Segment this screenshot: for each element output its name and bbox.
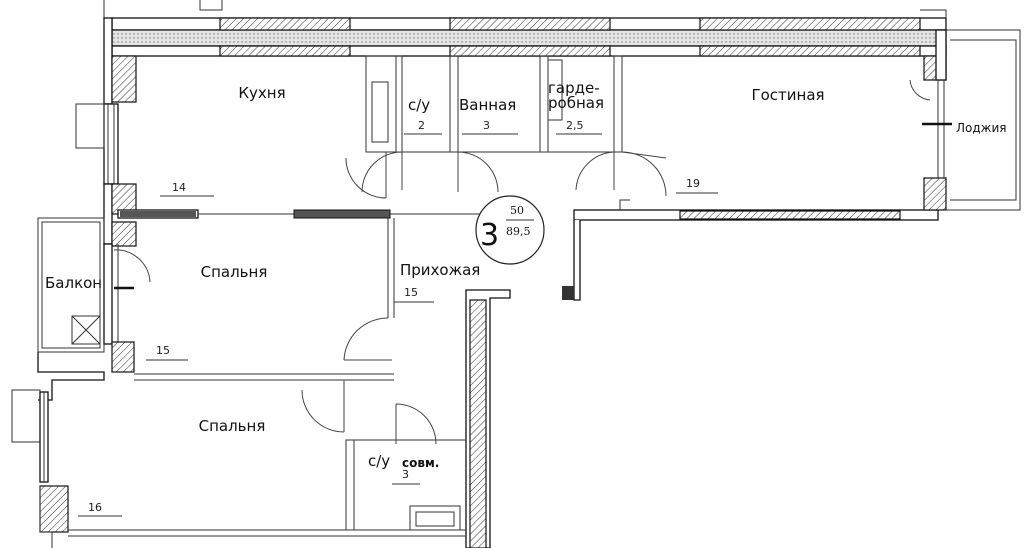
room-label: с/у <box>408 96 430 114</box>
room-area: 15 <box>404 286 418 299</box>
room-area: 2,5 <box>566 119 584 132</box>
rooms-count: 3 <box>480 218 499 253</box>
doors-bath-block <box>345 151 667 199</box>
room-loggia: Лоджия <box>956 121 1007 135</box>
balcony-structure <box>37 217 151 401</box>
room-label: с/у <box>368 452 390 470</box>
room-bathroom: Ванная 3 <box>459 96 518 135</box>
room-label: Кухня <box>238 84 285 102</box>
right-wall-loggia <box>909 29 1021 211</box>
wall-kitchen-bedroom <box>117 209 500 219</box>
room-living: Гостиная 19 <box>676 86 825 194</box>
room-area: 3 <box>483 119 490 132</box>
total-area: 89,5 <box>506 225 531 238</box>
wall-bedroom1-hall <box>134 218 395 381</box>
apartment-badge: 3 50 89,5 <box>475 195 545 265</box>
room-area: 15 <box>156 344 170 357</box>
room-wc-combined: с/у совм. 3 <box>368 452 439 485</box>
room-wc: с/у 2 <box>404 96 442 135</box>
room-label: Ванная <box>459 96 516 114</box>
room-label-line1: гарде- <box>548 79 600 97</box>
room-kitchen: Кухня 14 <box>160 84 286 197</box>
room-label: Балкон <box>45 274 102 292</box>
bedroom2-structure <box>11 389 466 548</box>
room-area: 19 <box>686 177 700 190</box>
room-area: 14 <box>172 181 186 194</box>
room-area: 2 <box>418 119 425 132</box>
room-label: Прихожая <box>400 261 480 279</box>
room-area: 16 <box>88 501 102 514</box>
wall-hallway-right <box>465 289 511 548</box>
wall-living-bottom <box>562 199 939 301</box>
room-wardrobe: гарде- робная 2,5 <box>548 79 604 135</box>
room-bedroom-1: Спальня 15 <box>146 263 268 361</box>
room-label-line2: робная <box>548 94 604 112</box>
room-label: Гостиная <box>751 86 824 104</box>
living-area: 50 <box>510 204 524 217</box>
room-bedroom-2: Спальня 16 <box>78 417 266 517</box>
room-label-suffix: совм. <box>402 456 439 470</box>
room-label: Лоджия <box>956 121 1007 135</box>
bath-block <box>365 55 623 153</box>
top-exterior-wall <box>103 0 947 57</box>
room-balcony: Балкон <box>45 274 102 292</box>
room-label: Спальня <box>201 263 268 281</box>
wc-combined-structure <box>301 380 466 531</box>
room-label: Спальня <box>199 417 266 435</box>
room-hallway: Прихожая 15 <box>394 261 480 303</box>
room-area: 3 <box>402 468 409 481</box>
